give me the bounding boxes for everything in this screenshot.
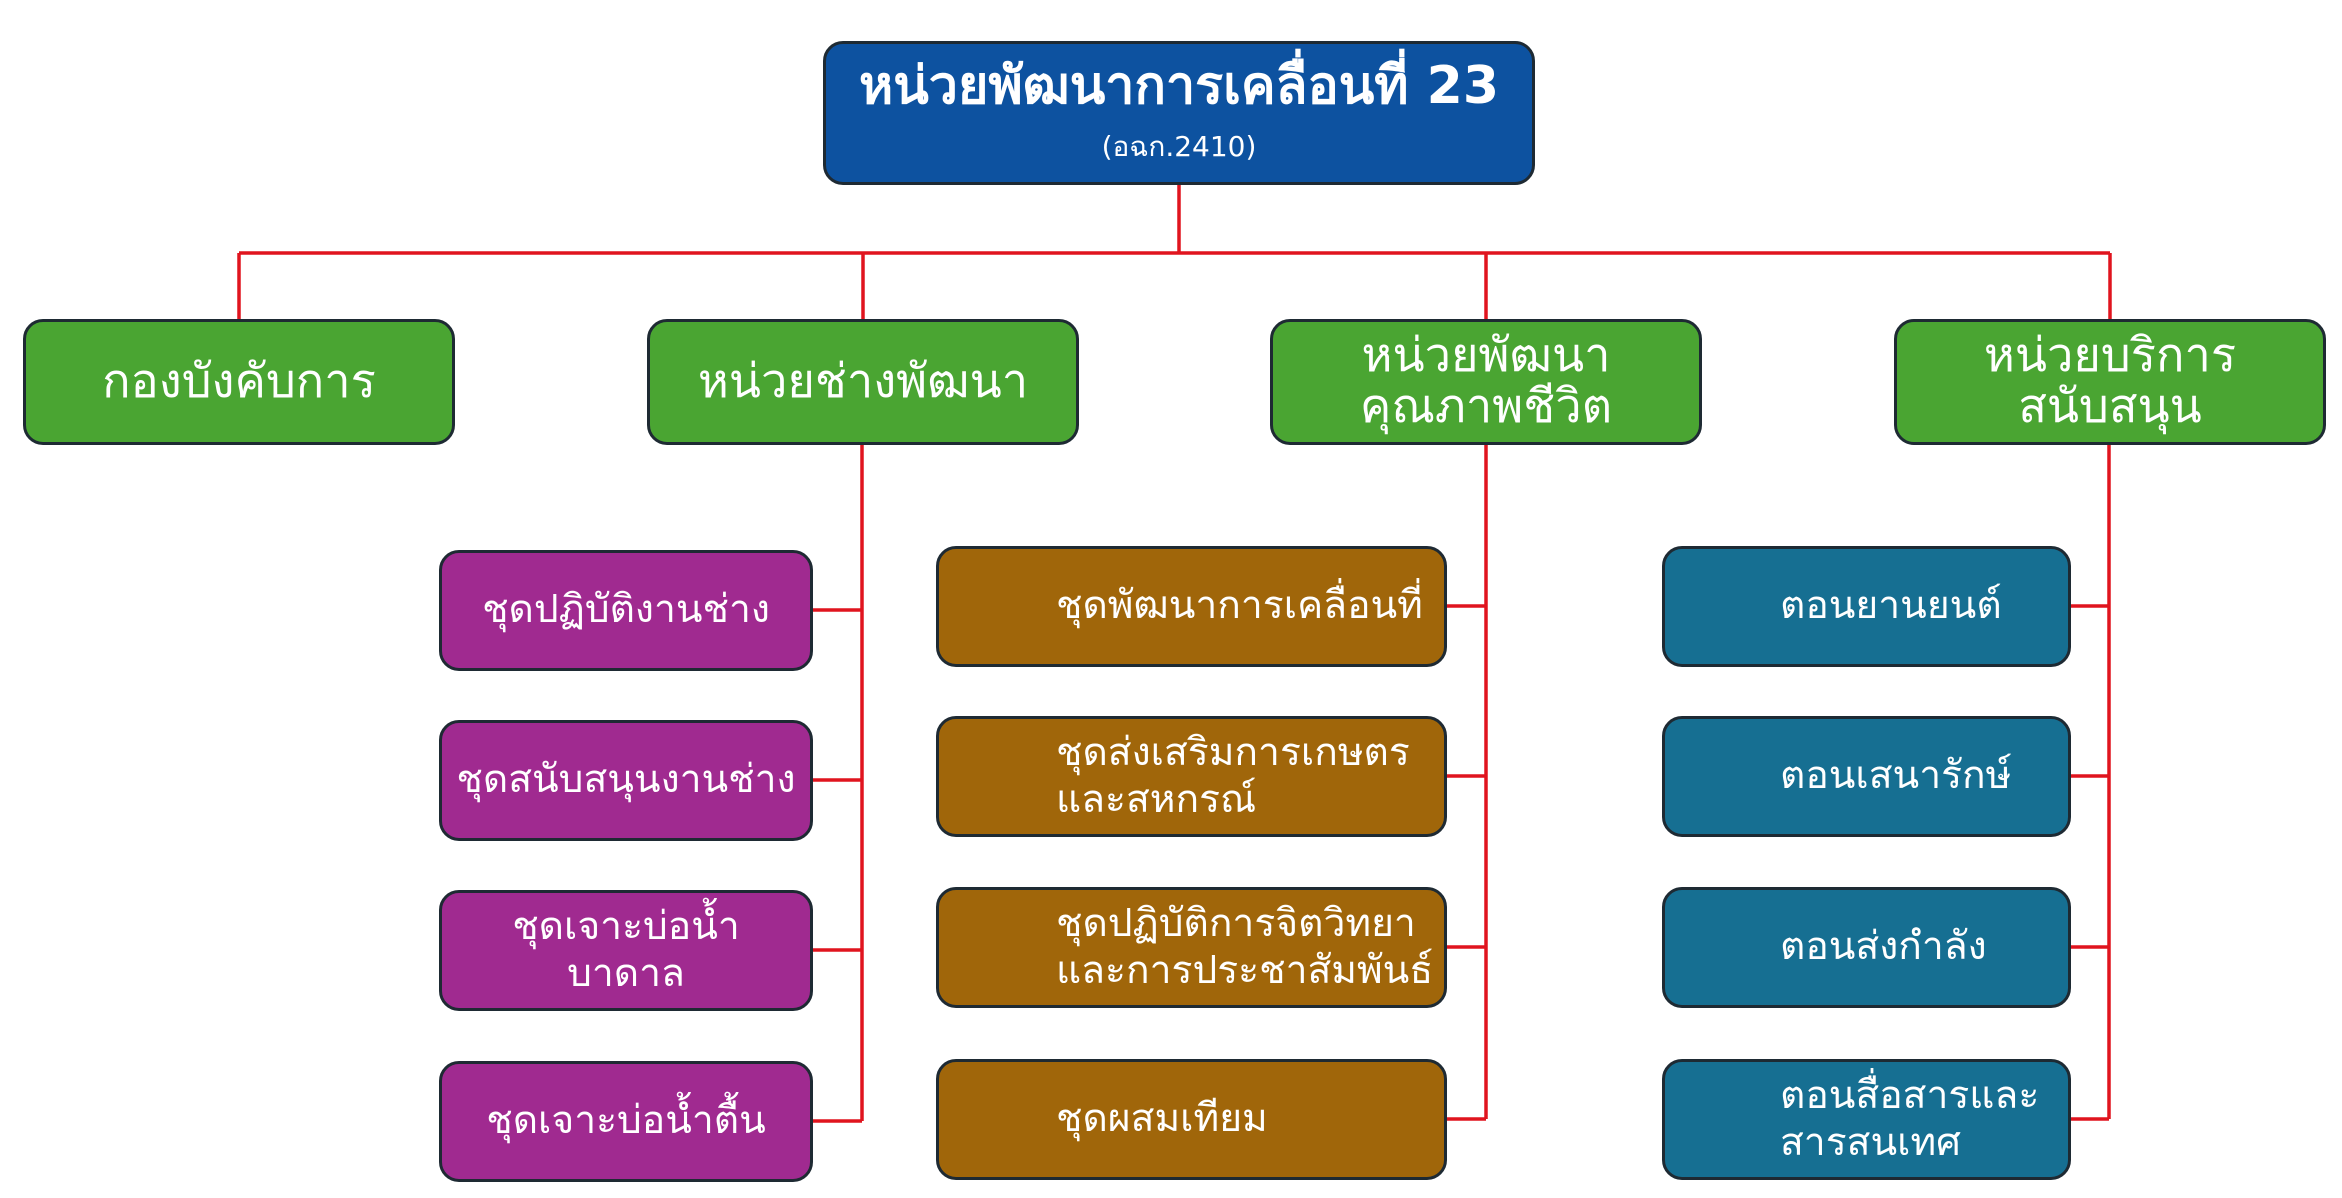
unit-label: ชุดปฏิบัติการจิตวิทยา และการประชาสัมพันธ… xyxy=(1056,901,1434,993)
engineering-unit-box: ชุดเจาะบ่อน้ำตื้น xyxy=(439,1061,813,1182)
division-box-headquarters: กองบังคับการ xyxy=(23,319,455,445)
division-label: กองบังคับการ xyxy=(102,353,376,409)
division-label: หน่วยพัฒนา คุณภาพชีวิต xyxy=(1359,328,1613,434)
division-label: หน่วยช่างพัฒนา xyxy=(697,353,1029,409)
support-unit-box: ตอนเสนารักษ์ xyxy=(1662,716,2071,837)
engineering-unit-box: ชุดปฏิบัติงานช่าง xyxy=(439,550,813,671)
quality-of-life-unit-box: ชุดผสมเทียม xyxy=(936,1059,1447,1180)
unit-label: ตอนยานยนต์ xyxy=(1780,583,2002,629)
division-box-engineering: หน่วยช่างพัฒนา xyxy=(647,319,1079,445)
division-label: หน่วยบริการ สนับสนุน xyxy=(1983,328,2237,434)
root-title: หน่วยพัฒนาการเคลื่อนที่ 23 xyxy=(858,56,1500,117)
division-box-quality-of-life: หน่วยพัฒนา คุณภาพชีวิต xyxy=(1270,319,1702,445)
quality-of-life-unit-box: ชุดส่งเสริมการเกษตร และสหกรณ์ xyxy=(936,716,1447,837)
root-subtitle: (อฉก.2410) xyxy=(1101,129,1257,163)
support-unit-box: ตอนสื่อสารและ สารสนเทศ xyxy=(1662,1059,2071,1180)
unit-label: ชุดผสมเทียม xyxy=(1056,1096,1268,1142)
division-box-support: หน่วยบริการ สนับสนุน xyxy=(1894,319,2326,445)
quality-of-life-unit-box: ชุดปฏิบัติการจิตวิทยา และการประชาสัมพันธ… xyxy=(936,887,1447,1008)
unit-label: ชุดปฏิบัติงานช่าง xyxy=(482,587,770,633)
support-unit-box: ตอนยานยนต์ xyxy=(1662,546,2071,667)
unit-label: ชุดเจาะบ่อน้ำตื้น xyxy=(486,1098,766,1144)
engineering-unit-box: ชุดสนับสนุนงานช่าง xyxy=(439,720,813,841)
engineering-unit-box: ชุดเจาะบ่อน้ำ บาดาล xyxy=(439,890,813,1011)
unit-label: ตอนสื่อสารและ สารสนเทศ xyxy=(1780,1073,2040,1165)
unit-label: ชุดส่งเสริมการเกษตร และสหกรณ์ xyxy=(1056,730,1410,822)
support-unit-box: ตอนส่งกำลัง xyxy=(1662,887,2071,1008)
unit-label: ชุดเจาะบ่อน้ำ บาดาล xyxy=(512,904,740,996)
unit-label: ตอนเสนารักษ์ xyxy=(1780,753,2012,799)
quality-of-life-unit-box: ชุดพัฒนาการเคลื่อนที่ xyxy=(936,546,1447,667)
root-unit-box: หน่วยพัฒนาการเคลื่อนที่ 23 (อฉก.2410) xyxy=(823,41,1535,185)
unit-label: ชุดพัฒนาการเคลื่อนที่ xyxy=(1056,583,1423,629)
unit-label: ชุดสนับสนุนงานช่าง xyxy=(456,757,796,803)
unit-label: ตอนส่งกำลัง xyxy=(1780,924,1987,970)
